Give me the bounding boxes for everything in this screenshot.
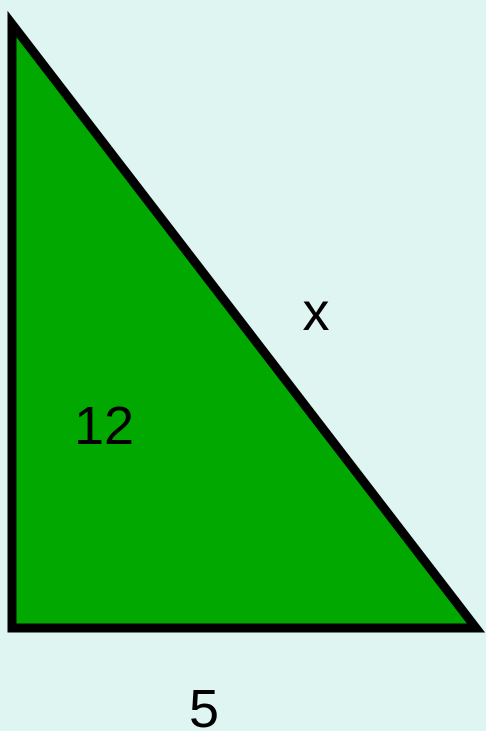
hypotenuse-label: x <box>303 282 330 342</box>
right-triangle-shape <box>7 10 486 633</box>
horizontal-leg-label: 5 <box>189 679 219 731</box>
vertical-leg-label: 12 <box>74 396 134 456</box>
